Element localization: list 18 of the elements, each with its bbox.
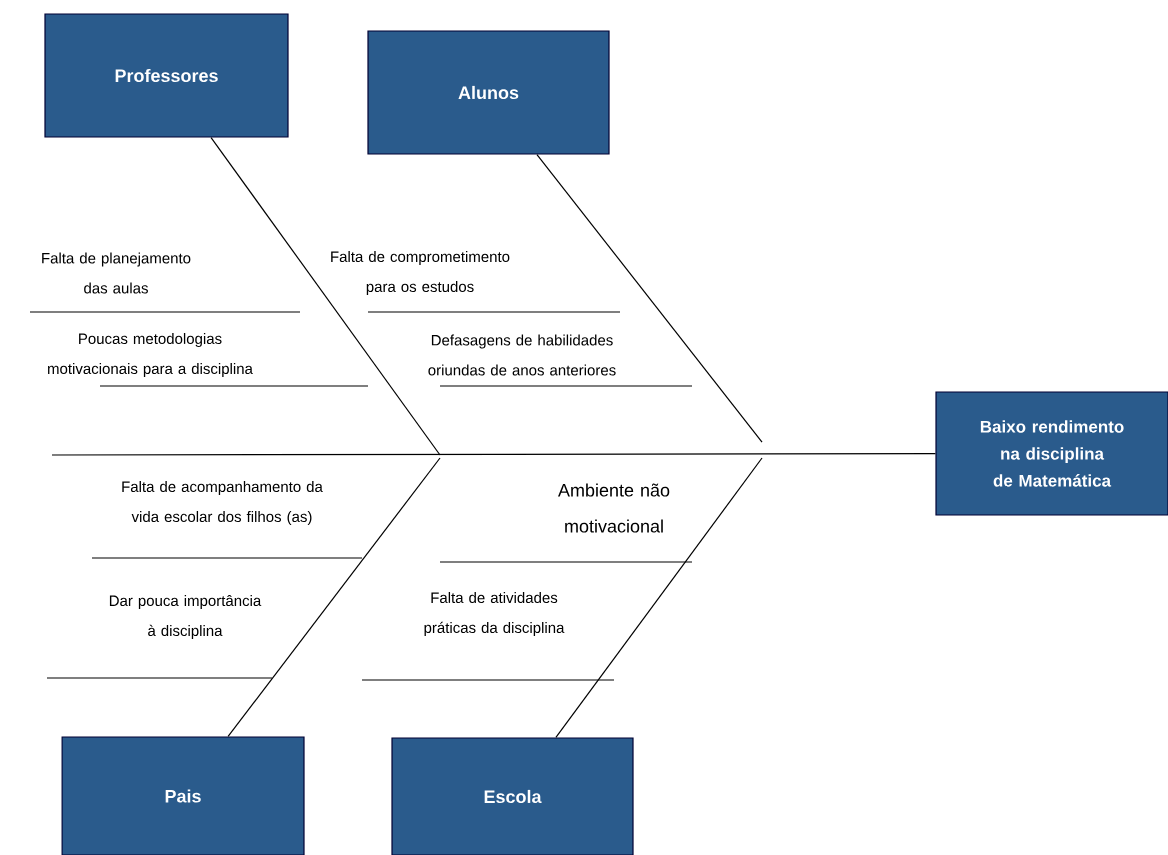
category-box: Pais	[61, 736, 305, 855]
spine-line	[51, 453, 936, 456]
bone-line	[227, 457, 441, 737]
bone-line	[536, 154, 763, 443]
cause-label: Falta de comprometimento para os estudos	[331, 251, 510, 295]
cause-label: Defasagens de habilidades oriundas de anos anteriores	[428, 334, 616, 376]
bone-line	[555, 457, 763, 738]
cause-label: Falta de acompanhamento da vida escolar dos filhos (as)	[122, 481, 323, 525]
category-box: Professores	[44, 13, 289, 138]
cause-label: Falta de atividades práticas da disciplina	[424, 592, 565, 636]
category-box: Escola	[391, 737, 634, 855]
cause-label: Dar pouca importância à disciplina	[109, 595, 262, 639]
category-box: Alunos	[367, 30, 610, 155]
cause-label: Falta de planejamento das aulas	[42, 252, 191, 294]
cause-label: Poucas metodologias motivacionais para a disciplina	[48, 333, 253, 377]
bone-line	[210, 137, 441, 456]
effect-box: Baixo rendimento na disciplina de Matemática	[935, 391, 1168, 516]
cause-label: Ambiente não motivacional	[558, 483, 670, 533]
